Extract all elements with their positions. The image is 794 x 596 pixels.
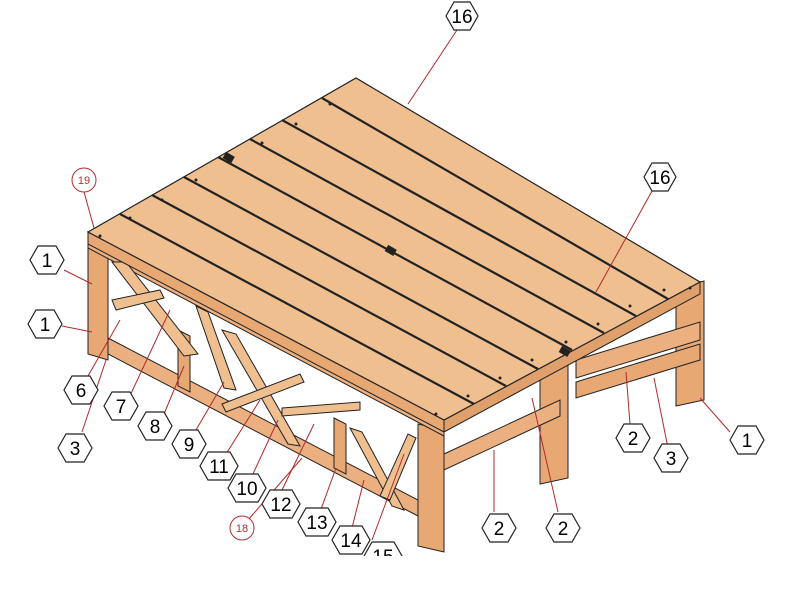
callout-16-right: 16 bbox=[643, 162, 677, 192]
callout-14: 14 bbox=[331, 525, 371, 555]
callout-12: 12 bbox=[261, 489, 301, 519]
svg-text:11: 11 bbox=[209, 457, 229, 478]
callout-2-front: 2 bbox=[481, 513, 517, 543]
svg-text:18: 18 bbox=[236, 523, 248, 535]
board-seams bbox=[119, 97, 669, 405]
callout-18: 18 bbox=[229, 515, 255, 541]
brace-6 bbox=[111, 289, 165, 311]
brace-12 bbox=[281, 401, 361, 417]
svg-text:6: 6 bbox=[76, 381, 87, 402]
svg-text:16: 16 bbox=[649, 168, 670, 189]
middle-leg bbox=[539, 364, 569, 485]
svg-text:1: 1 bbox=[42, 251, 53, 272]
brace-9 bbox=[195, 305, 237, 391]
connector-plate-right bbox=[558, 345, 571, 357]
svg-text:2: 2 bbox=[494, 519, 505, 540]
callout-1-upper: 1 bbox=[29, 245, 65, 275]
connector-plate-center bbox=[384, 244, 397, 256]
svg-text:1: 1 bbox=[742, 431, 753, 452]
callout-3-right: 3 bbox=[653, 443, 689, 473]
rear-skirt-upper bbox=[575, 321, 701, 379]
svg-text:9: 9 bbox=[184, 435, 195, 456]
callout-1-right: 1 bbox=[729, 425, 765, 455]
rear-skirt-lower bbox=[575, 343, 701, 399]
callout-10: 10 bbox=[227, 473, 267, 503]
svg-text:2: 2 bbox=[558, 519, 569, 540]
callout-7: 7 bbox=[103, 391, 139, 421]
svg-text:3: 3 bbox=[666, 449, 677, 470]
svg-text:7: 7 bbox=[116, 397, 127, 418]
callout-15-crop bbox=[340, 556, 420, 596]
connector-plate-left bbox=[222, 151, 235, 163]
svg-text:8: 8 bbox=[150, 417, 161, 438]
svg-text:10: 10 bbox=[236, 479, 257, 500]
svg-text:13: 13 bbox=[306, 513, 327, 534]
svg-text:16: 16 bbox=[451, 7, 472, 28]
svg-text:3: 3 bbox=[70, 439, 81, 460]
callout-8: 8 bbox=[137, 411, 173, 441]
callout-13: 13 bbox=[297, 507, 337, 537]
brace-11 bbox=[221, 373, 305, 413]
callout-1-lower: 1 bbox=[27, 309, 63, 339]
callout-11: 11 bbox=[199, 451, 239, 481]
svg-text:12: 12 bbox=[270, 495, 291, 516]
svg-text:19: 19 bbox=[78, 175, 90, 187]
callout-2-right: 2 bbox=[615, 423, 651, 453]
callout-9: 9 bbox=[171, 429, 207, 459]
post-13 bbox=[333, 417, 347, 475]
deck-top bbox=[86, 77, 702, 433]
screw-dots bbox=[98, 102, 692, 416]
front-corner-leg bbox=[417, 423, 445, 553]
callout-6: 6 bbox=[63, 375, 99, 405]
callout-3-left: 3 bbox=[57, 433, 93, 463]
callout-19: 19 bbox=[71, 167, 97, 193]
svg-text:1: 1 bbox=[40, 315, 51, 336]
brace-10 bbox=[220, 329, 301, 447]
svg-text:14: 14 bbox=[340, 531, 362, 552]
callout-16-top: 16 bbox=[445, 1, 479, 31]
callout-2-middle: 2 bbox=[545, 513, 581, 543]
svg-text:2: 2 bbox=[628, 429, 639, 450]
brace-15 bbox=[379, 433, 417, 501]
